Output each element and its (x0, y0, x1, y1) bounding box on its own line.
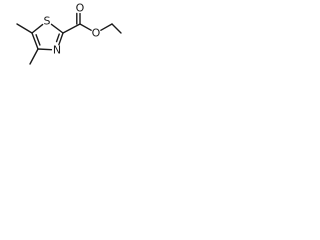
molecule-structure-diagram: S N OO (16, 2, 122, 65)
bond-cc-o_ester (79, 23, 92, 31)
atom-o_carbonyl-background (75, 3, 85, 13)
bond-c5-c4 (31, 32, 39, 50)
atom-label-n3: N (53, 44, 61, 57)
bond-n3-c2 (58, 32, 64, 46)
atom-o_ester-background (91, 28, 101, 38)
bond-c2-cc (62, 23, 81, 34)
bond-c4-me4 (29, 48, 39, 65)
atom-label-o_carbonyl: O (76, 2, 85, 15)
atom-label-s1: S (44, 15, 51, 28)
atom-labels-layer: S N OO (42, 2, 101, 57)
bond-n3-c2-inner (55, 33, 60, 43)
bond-ch2-ch3 (111, 23, 122, 34)
bond-s1-c5 (31, 23, 44, 34)
bond-c5-c4-inner (35, 34, 41, 46)
bond-c5-me5 (16, 23, 33, 34)
atom-s1-background (42, 16, 52, 26)
bond-o_ester-ch2 (100, 23, 113, 31)
atom-n3-background (52, 45, 62, 55)
atom-label-o_ester: O (92, 27, 101, 40)
bond-c4-n3 (37, 48, 53, 51)
bond-c2-s1 (50, 23, 64, 34)
bonds-layer (16, 12, 122, 65)
